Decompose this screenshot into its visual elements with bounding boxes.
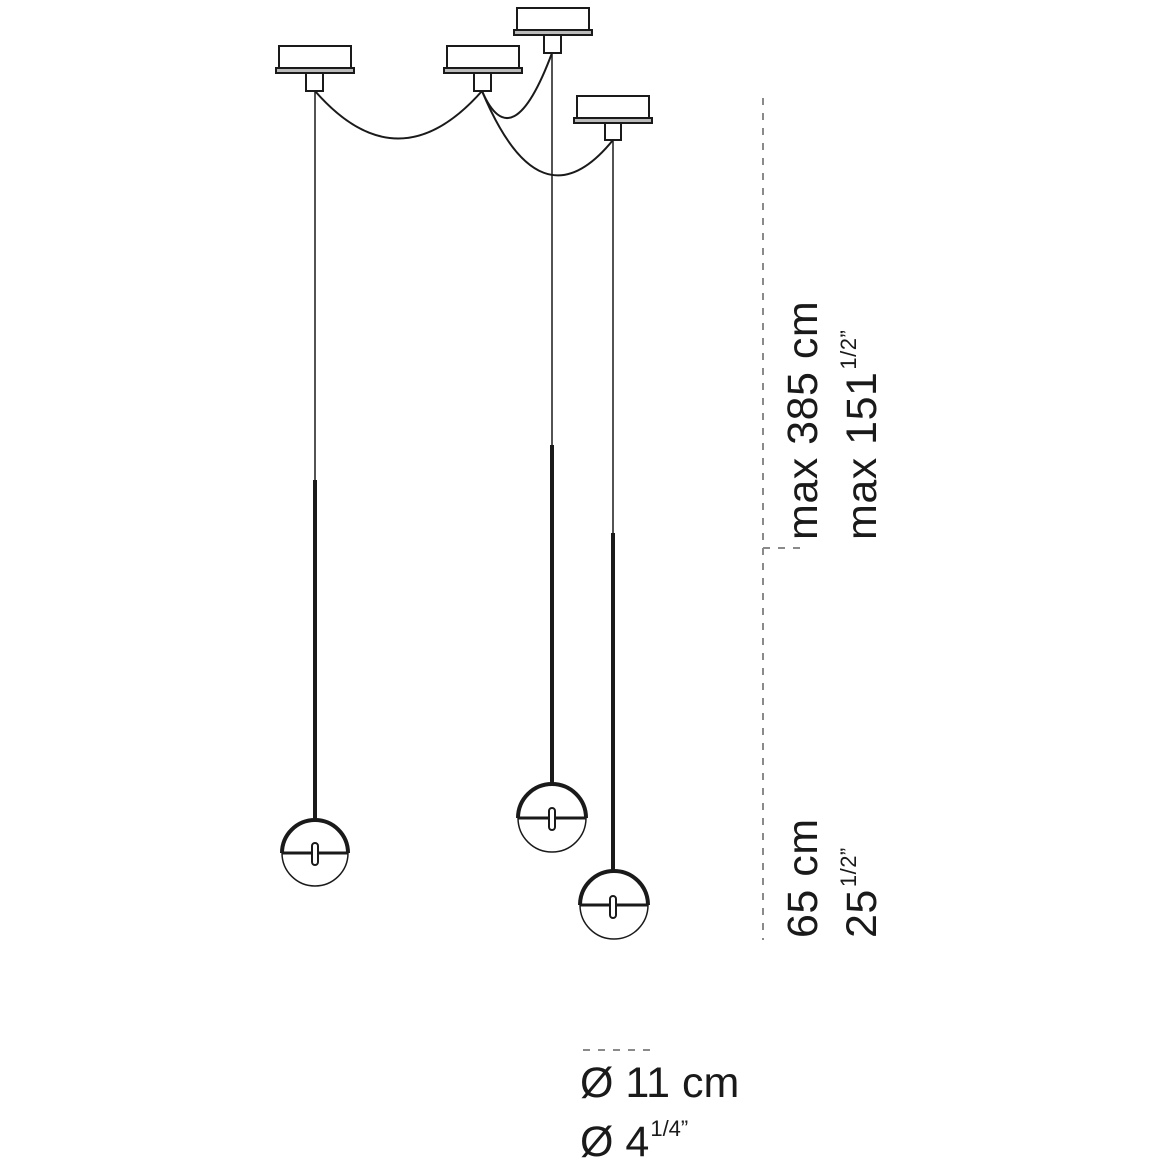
connecting-cable [481, 52, 553, 120]
ceiling-canopy-3 [513, 7, 593, 54]
diameter-symbol-icon: Ø [580, 1059, 614, 1107]
pendant-height-metric-label: 65 cm [779, 818, 827, 938]
pendant-2 [516, 53, 588, 853]
ceiling-canopy-4 [573, 95, 653, 141]
unit: cm [779, 300, 827, 360]
fraction: 1/4” [650, 1116, 689, 1141]
value: max 385 [779, 371, 827, 540]
max-height-metric-label: max 385 cm [779, 300, 827, 540]
fraction: 1/2” [836, 847, 861, 888]
diameter-imperial-label: Ø 41/4” [580, 1118, 688, 1164]
max-height-imperial-label: max 1511/2” [836, 329, 886, 540]
ceiling-canopy-2 [443, 45, 523, 92]
connecting-cable [481, 90, 614, 177]
unit: cm [682, 1059, 740, 1107]
connecting-cable [314, 90, 483, 140]
pendant-height-imperial-label: 251/2” [836, 847, 886, 938]
diameter-metric-label: Ø 11 cm [580, 1062, 739, 1105]
value: 4 [625, 1118, 650, 1166]
value: 65 [779, 889, 827, 938]
value: max 151 [838, 371, 886, 540]
value: 11 [625, 1059, 671, 1107]
unit: cm [779, 818, 827, 877]
pendant-1 [280, 91, 350, 887]
diameter-symbol-icon: Ø [580, 1118, 614, 1166]
ceiling-canopy-1 [275, 45, 355, 92]
value: 25 [838, 889, 886, 938]
fraction: 1/2” [836, 329, 861, 370]
pendant-3 [578, 140, 650, 940]
